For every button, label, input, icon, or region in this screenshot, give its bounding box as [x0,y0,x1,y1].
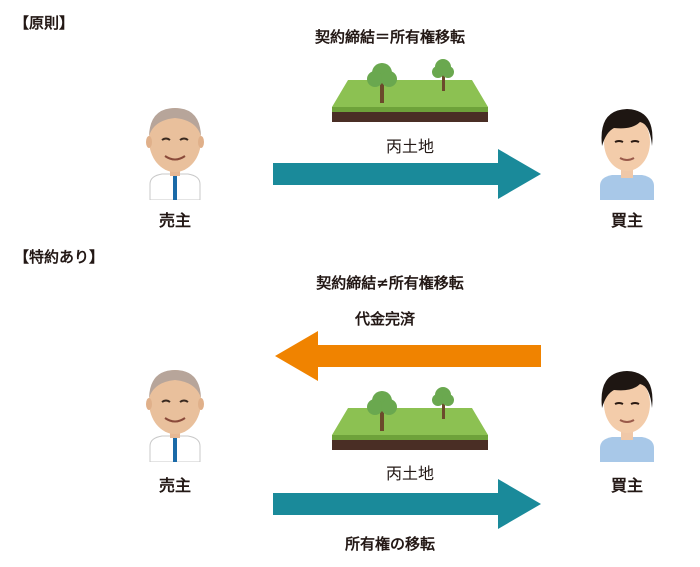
caption-special: 契約締結≠所有権移転 [316,274,464,292]
payment-label: 代金完済 [354,310,415,328]
ownership-transfer-arrow [273,479,541,529]
ownership-transfer-arrow [273,149,541,199]
section-label-special: 【特約あり】 [14,248,105,266]
payment-arrow [275,331,541,381]
seller-label: 売主 [158,476,191,495]
transfer-label: 所有権の移転 [344,535,435,553]
seller-avatar [146,108,204,200]
land-illustration [332,387,488,450]
land-label: 丙土地 [385,464,434,483]
caption-principle: 契約締結＝所有権移転 [314,28,465,46]
buyer-label: 買主 [610,476,643,495]
buyer-avatar [600,109,654,200]
buyer-label: 買主 [610,211,643,230]
buyer-avatar [600,371,654,462]
land-illustration [332,59,488,122]
seller-avatar [146,370,204,462]
land-label: 丙土地 [385,137,434,156]
seller-label: 売主 [158,211,191,230]
section-label-principle: 【原則】 [14,14,75,32]
